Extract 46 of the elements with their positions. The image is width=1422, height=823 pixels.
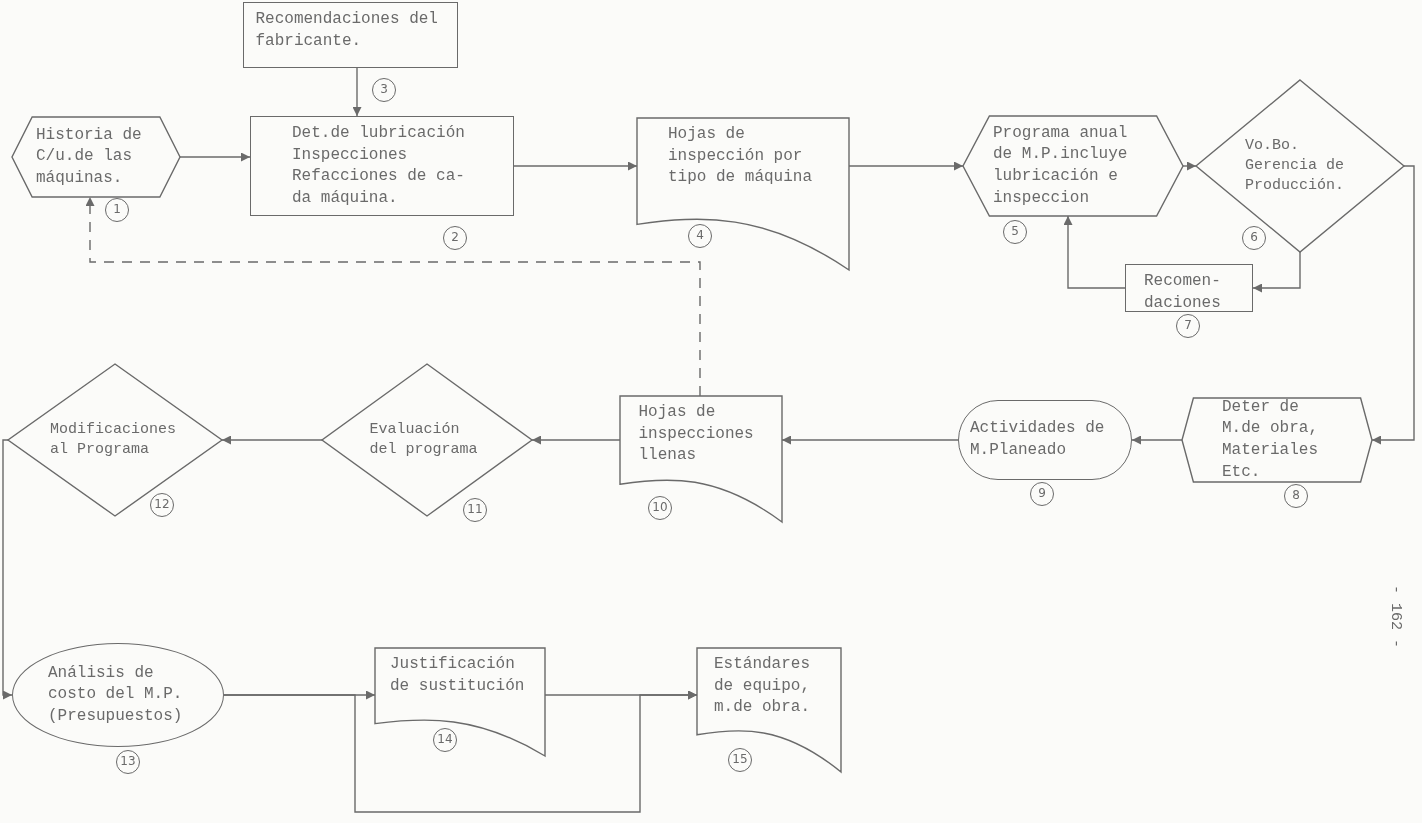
preparation-hexagon (963, 116, 1183, 216)
step-text: Evaluación del programa (369, 419, 479, 460)
display-shape (1182, 398, 1372, 482)
step-text: Vo.Bo. Gerencia de Producción. (1245, 135, 1346, 197)
arrow (513, 161, 638, 171)
arrow (531, 435, 621, 445)
process-box (250, 116, 514, 216)
arrow (2, 439, 13, 700)
preparation-hexagon (12, 117, 180, 197)
process-box (1125, 264, 1253, 312)
document-shape (620, 396, 782, 522)
arrow (352, 67, 362, 117)
step-text: Justificación de sustitución (390, 654, 526, 697)
arrow (1063, 215, 1126, 289)
document-shape (637, 118, 849, 270)
decision-diamond (322, 364, 532, 516)
step-text: Modificaciones al Programa (50, 419, 178, 460)
step-text: Análisis de costo del M.P. (Presupuestos) (48, 662, 184, 727)
step-text: Deter de M.de obra, Materiales Etc. (1222, 396, 1319, 483)
arrow (848, 161, 964, 171)
arrow (85, 196, 701, 397)
decision-diamond (8, 364, 222, 516)
document-shape (375, 648, 545, 756)
step-text: Recomen- daciones (1144, 271, 1222, 314)
step-text: Estándares de equipo, m.de obra. (714, 654, 811, 719)
page-number: - 162 - (1386, 584, 1404, 650)
step-text: Hojas de inspección por tipo de máquina (668, 124, 814, 189)
step-text: Recomendaciones del fabricante. (255, 9, 439, 52)
arrow (221, 435, 323, 445)
step-text: Hojas de inspecciones llenas (638, 402, 755, 467)
step-text: Inspecciones (292, 144, 409, 166)
arrow (781, 435, 959, 445)
step-text: Refacciones de ca- da máquina. (292, 166, 466, 209)
step-text: Det.de lubricación (292, 123, 466, 144)
arrow (223, 690, 698, 813)
process-box (243, 2, 458, 68)
arrow (179, 152, 251, 162)
step-text: Programa anual de M.P.incluye lubricación e inspeccion (993, 122, 1129, 209)
step-text: Actividades de M.Planeado (970, 418, 1106, 461)
arrow (1182, 161, 1197, 171)
decision-diamond (1196, 80, 1404, 252)
arrow (1371, 165, 1415, 445)
step-text: Historia de C/u.de las máquinas. (36, 124, 143, 189)
arrow (1252, 251, 1301, 293)
arrow (1131, 435, 1183, 445)
document-shape (697, 648, 841, 772)
